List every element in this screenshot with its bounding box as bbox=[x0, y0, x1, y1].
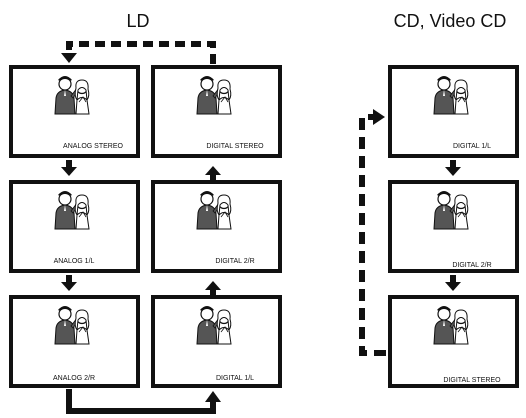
arrow-down-2 bbox=[61, 275, 77, 291]
cd-heading: CD, Video CD bbox=[394, 11, 507, 31]
arrow-up-1 bbox=[205, 281, 221, 296]
screen-digital-stereo: DIGITAL STEREO bbox=[151, 65, 282, 158]
screen-cd-digital-2r: DIGITAL 2/R bbox=[388, 180, 519, 273]
dashed-connector-top bbox=[66, 41, 216, 64]
screen-caption: ANALOG 1/L bbox=[54, 258, 95, 265]
arrow-down-top bbox=[61, 53, 77, 63]
screen-cd-digital-1l: DIGITAL 1/L bbox=[388, 65, 519, 158]
arrow-right-cd bbox=[373, 109, 385, 125]
screen-caption: DIGITAL 1/L bbox=[453, 143, 491, 150]
arrow-up-bottom bbox=[205, 391, 221, 402]
solid-connector-bottom bbox=[66, 389, 216, 414]
arrow-cd-down-2 bbox=[445, 275, 461, 291]
screen-caption: DIGITAL 1/L bbox=[216, 375, 254, 382]
screen-caption: DIGITAL STEREO bbox=[443, 377, 501, 384]
screen-analog-stereo: ANALOG STEREO bbox=[9, 65, 140, 158]
arrow-down-1 bbox=[61, 160, 77, 176]
screen-caption: DIGITAL STEREO bbox=[206, 143, 264, 150]
dashed-connector-cd bbox=[359, 114, 386, 356]
screen-digital-2r: DIGITAL 2/R bbox=[151, 180, 282, 273]
screen-cd-digital-stereo: DIGITAL STEREO bbox=[388, 295, 519, 388]
arrow-cd-down-1 bbox=[445, 160, 461, 176]
screen-caption: DIGITAL 2/R bbox=[452, 262, 491, 269]
screen-analog-1l: ANALOG 1/L bbox=[9, 180, 140, 273]
screen-analog-2r: ANALOG 2/R bbox=[9, 295, 140, 388]
screen-caption: DIGITAL 2/R bbox=[215, 258, 254, 265]
screen-digital-1l: DIGITAL 1/L bbox=[151, 295, 282, 388]
screen-caption: ANALOG 2/R bbox=[53, 375, 95, 382]
ld-heading: LD bbox=[126, 11, 149, 31]
arrow-up-2 bbox=[205, 166, 221, 181]
screen-caption: ANALOG STEREO bbox=[63, 143, 123, 150]
